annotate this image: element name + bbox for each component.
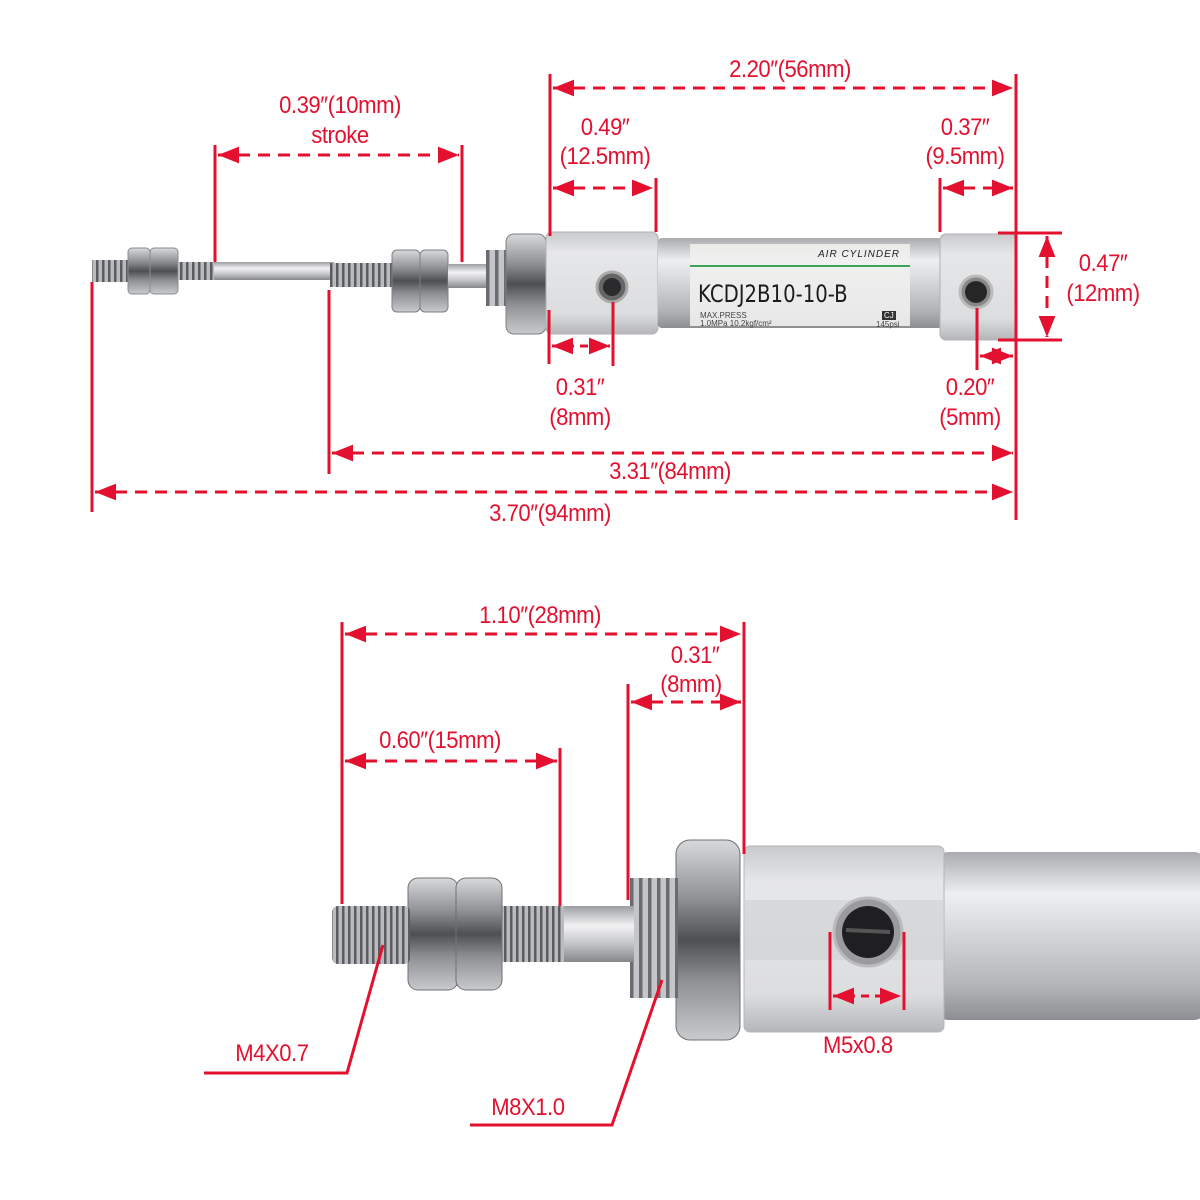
cylinder-spec-line2: 1.0MPa 10.2kgf/cm² bbox=[700, 319, 772, 328]
product-label bbox=[690, 244, 910, 326]
detail-piston-rod bbox=[562, 906, 634, 962]
retracted-length-label: 3.31″(84mm) bbox=[609, 458, 731, 485]
rear-block-mm-label: (9.5mm) bbox=[925, 143, 1005, 170]
rod-thread-spec-label: M4X0.7 bbox=[235, 1040, 309, 1067]
mount-nut bbox=[391, 249, 421, 313]
rear-port-mm-label: (5mm) bbox=[939, 404, 1001, 431]
detail-rod-nut bbox=[455, 877, 503, 991]
mount-nut bbox=[419, 249, 449, 313]
front-block-inch-label: 0.49″ bbox=[580, 114, 630, 141]
mount-thread-mm-label: (8mm) bbox=[660, 671, 722, 698]
front-port-mm-label: (8mm) bbox=[549, 404, 611, 431]
rear-block-inch-label: 0.37″ bbox=[940, 114, 990, 141]
rear-port-inch-label: 0.20″ bbox=[945, 374, 995, 401]
cylinder-spec-psi: 145psi bbox=[876, 320, 900, 329]
cylinder-model-text: KCDJ2B10-10-B bbox=[698, 280, 848, 308]
rod-nut bbox=[149, 247, 179, 295]
stroke-note-label: stroke bbox=[311, 122, 369, 149]
port-thread-spec-label: M5x0.8 bbox=[823, 1032, 893, 1059]
detail-dimension-lines bbox=[204, 622, 906, 1127]
detail-barrel bbox=[936, 852, 1200, 1020]
detail-cylinder-illustration bbox=[332, 839, 1200, 1041]
rod-nut bbox=[127, 247, 151, 295]
cylinder-badge: CJ bbox=[882, 311, 896, 320]
extended-length-label: 3.70″(94mm) bbox=[489, 500, 611, 527]
detail-mount-thread bbox=[630, 878, 678, 998]
cylinder-brand-text: AIR CYLINDER bbox=[818, 249, 901, 260]
cylinder-spec-line1: MAX.PRESS bbox=[700, 311, 747, 320]
detail-rod-thread bbox=[332, 906, 410, 964]
rod-to-body-label: 1.10″(28mm) bbox=[479, 602, 601, 629]
stroke-dimension-label: 0.39″(10mm) bbox=[279, 92, 401, 119]
front-block-mm-label: (12.5mm) bbox=[559, 143, 651, 170]
front-port-inch-label: 0.31″ bbox=[555, 374, 605, 401]
body-length-label: 2.20″(56mm) bbox=[729, 56, 851, 83]
detail-rod-nut bbox=[407, 877, 459, 991]
top-cylinder-illustration bbox=[92, 231, 1017, 341]
rear-height-mm-label: (12mm) bbox=[1066, 280, 1140, 307]
mount-hex-nut bbox=[505, 233, 547, 335]
detail-mount-nut bbox=[675, 839, 741, 1041]
mount-thread-inch-label: 0.31″ bbox=[670, 642, 720, 669]
rod-thread-end bbox=[92, 260, 132, 282]
rod-thread-length-label: 0.60″(15mm) bbox=[379, 727, 501, 754]
mount-thread-spec-label: M8X1.0 bbox=[491, 1094, 565, 1121]
rear-height-inch-label: 0.47″ bbox=[1078, 250, 1128, 277]
top-dimension-lines bbox=[90, 74, 1062, 520]
